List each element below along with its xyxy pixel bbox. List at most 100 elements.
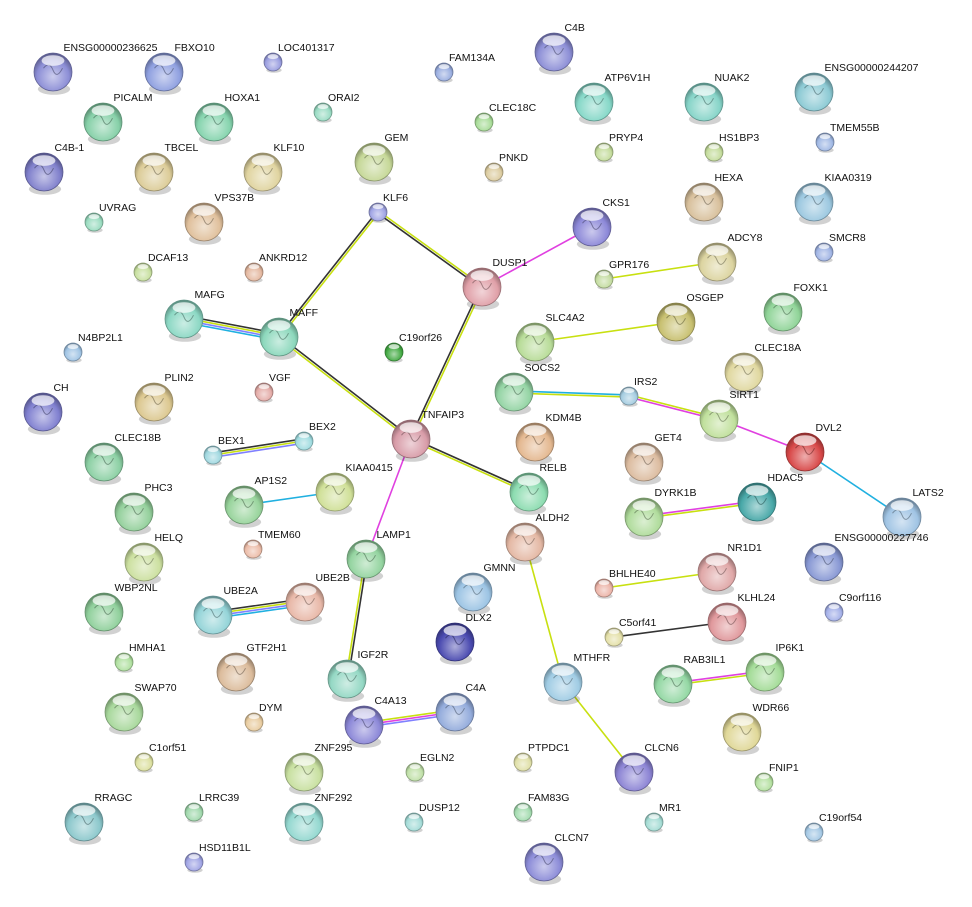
node-hexa[interactable]: HEXA (684, 172, 743, 225)
node-c19orf26[interactable]: C19orf26 (384, 332, 442, 363)
node-ube2a[interactable]: UBE2A (193, 585, 258, 638)
node-osgep[interactable]: OSGEP (656, 292, 724, 345)
node-ensg00000244207[interactable]: ENSG00000244207 (794, 62, 919, 115)
node-tmem55b[interactable]: TMEM55B (815, 122, 880, 153)
node-klf6[interactable]: KLF6 (368, 192, 408, 223)
node-dcaf13[interactable]: DCAF13 (133, 252, 188, 283)
node-hoxa1[interactable]: HOXA1 (194, 92, 260, 145)
node-nuak2[interactable]: NUAK2 (684, 72, 750, 125)
node-hs1bp3[interactable]: HS1BP3 (704, 132, 759, 163)
node-c4a13[interactable]: C4A13 (344, 695, 407, 748)
node-kiaa0415[interactable]: KIAA0415 (315, 462, 393, 515)
node-tmem60[interactable]: TMEM60 (243, 529, 301, 560)
node-ensg00000236625[interactable]: ENSG00000236625 (33, 42, 158, 95)
node-pryp4[interactable]: PRYP4 (594, 132, 643, 163)
node-hdac5[interactable]: HDAC5 (737, 472, 803, 525)
node-orai2[interactable]: ORAI2 (313, 92, 360, 123)
node-fnip1[interactable]: FNIP1 (754, 762, 799, 793)
node-clec18c[interactable]: CLEC18C (474, 102, 537, 133)
node-dyrk1b[interactable]: DYRK1B (624, 487, 696, 540)
node-mr1[interactable]: MR1 (644, 802, 681, 833)
node-smcr8[interactable]: SMCR8 (814, 232, 866, 263)
node-relb[interactable]: RELB (509, 462, 567, 515)
edge-lamp1-igf2r[interactable] (345, 558, 368, 680)
node-dusp1[interactable]: DUSP1 (462, 257, 528, 310)
node-mthfr[interactable]: MTHFR (543, 652, 611, 705)
node-znf292[interactable]: ZNF292 (284, 792, 353, 845)
node-rragc[interactable]: RRAGC (64, 792, 133, 845)
node-ch[interactable]: CH (23, 382, 69, 435)
node-bex2[interactable]: BEX2 (294, 421, 336, 452)
edge-bex1-bex2[interactable] (212, 438, 305, 458)
node-atp6v1h[interactable]: ATP6V1H (574, 72, 650, 125)
node-n4bp2l1[interactable]: N4BP2L1 (63, 332, 123, 363)
node-loc401317[interactable]: LOC401317 (263, 42, 335, 73)
node-bhlhe40[interactable]: BHLHE40 (594, 568, 656, 599)
node-klhl24[interactable]: KLHL24 (707, 592, 776, 645)
edge-aldh2-mthfr[interactable] (524, 541, 564, 683)
edge-tnfaip3-relb[interactable] (410, 437, 530, 494)
node-gtf2h1[interactable]: GTF2H1 (216, 642, 287, 695)
node-lamp1[interactable]: LAMP1 (346, 529, 411, 582)
node-adcy8[interactable]: ADCY8 (697, 232, 763, 285)
node-dlx2[interactable]: DLX2 (435, 612, 492, 665)
node-ankrd12[interactable]: ANKRD12 (244, 252, 308, 283)
node-socs2[interactable]: SOCS2 (494, 362, 560, 415)
node-picalm[interactable]: PICALM (83, 92, 153, 145)
edge-dusp1-tnfaip3[interactable] (409, 286, 484, 440)
node-bex1[interactable]: BEX1 (203, 435, 245, 466)
node-slc4a2[interactable]: SLC4A2 (515, 312, 585, 365)
node-fam83g[interactable]: FAM83G (513, 792, 569, 823)
node-clcn7[interactable]: CLCN7 (524, 832, 589, 885)
node-plin2[interactable]: PLIN2 (134, 372, 194, 425)
edge-slc4a2-osgep[interactable] (534, 321, 677, 343)
node-hmha1[interactable]: HMHA1 (114, 642, 166, 673)
node-hsd11b1l[interactable]: HSD11B1L (184, 842, 251, 873)
node-wdr66[interactable]: WDR66 (722, 702, 789, 755)
node-vps37b[interactable]: VPS37B (184, 192, 254, 245)
node-c9orf116[interactable]: C9orf116 (824, 592, 882, 623)
edge-dusp1-cks1[interactable] (481, 226, 593, 288)
node-aldh2[interactable]: ALDH2 (505, 512, 569, 565)
node-helq[interactable]: HELQ (124, 532, 183, 585)
node-gem[interactable]: GEM (354, 132, 408, 185)
node-klf10[interactable]: KLF10 (243, 142, 305, 195)
node-swap70[interactable]: SWAP70 (104, 682, 177, 735)
node-irs2[interactable]: IRS2 (619, 376, 657, 407)
node-lrrc39[interactable]: LRRC39 (184, 792, 239, 823)
node-get4[interactable]: GET4 (624, 432, 682, 485)
node-wbp2nl[interactable]: WBP2NL (84, 582, 158, 635)
node-fbxo10[interactable]: FBXO10 (144, 42, 215, 95)
edge-tnfaip3-lamp1[interactable] (365, 438, 412, 560)
node-c19orf54[interactable]: C19orf54 (804, 812, 862, 843)
node-cks1[interactable]: CKS1 (572, 197, 630, 250)
node-ensg00000227746[interactable]: ENSG00000227746 (804, 532, 929, 585)
node-c5orf41[interactable]: C5orf41 (604, 617, 656, 648)
node-igf2r[interactable]: IGF2R (327, 649, 389, 702)
node-clcn6[interactable]: CLCN6 (614, 742, 679, 795)
node-ube2b[interactable]: UBE2B (285, 572, 350, 625)
node-mafg[interactable]: MAFG (164, 289, 225, 342)
node-pnkd[interactable]: PNKD (484, 152, 529, 183)
node-kdm4b[interactable]: KDM4B (515, 412, 582, 465)
node-maff[interactable]: MAFF (259, 307, 318, 360)
node-fam134a[interactable]: FAM134A (434, 52, 495, 83)
node-c4b[interactable]: C4B (534, 22, 585, 75)
node-egln2[interactable]: EGLN2 (405, 752, 455, 783)
node-znf295[interactable]: ZNF295 (284, 742, 353, 795)
node-c4a[interactable]: C4A (435, 682, 486, 735)
node-gpr176[interactable]: GPR176 (594, 259, 649, 290)
edge-klf6-dusp1[interactable] (376, 210, 484, 289)
node-c1orf51[interactable]: C1orf51 (134, 742, 186, 773)
node-dvl2[interactable]: DVL2 (785, 422, 842, 475)
node-ip6k1[interactable]: IP6K1 (745, 642, 804, 695)
node-tnfaip3[interactable]: TNFAIP3 (391, 409, 464, 462)
edge-maff-tnfaip3[interactable] (277, 335, 413, 441)
node-rab3il1[interactable]: RAB3IL1 (653, 654, 726, 707)
node-c4b-1[interactable]: C4B-1 (24, 142, 84, 195)
node-uvrag[interactable]: UVRAG (84, 202, 136, 233)
node-lats2[interactable]: LATS2 (882, 487, 944, 540)
node-kiaa0319[interactable]: KIAA0319 (794, 172, 872, 225)
edge-dvl2-lats2[interactable] (804, 451, 903, 518)
node-clec18a[interactable]: CLEC18A (724, 342, 801, 395)
